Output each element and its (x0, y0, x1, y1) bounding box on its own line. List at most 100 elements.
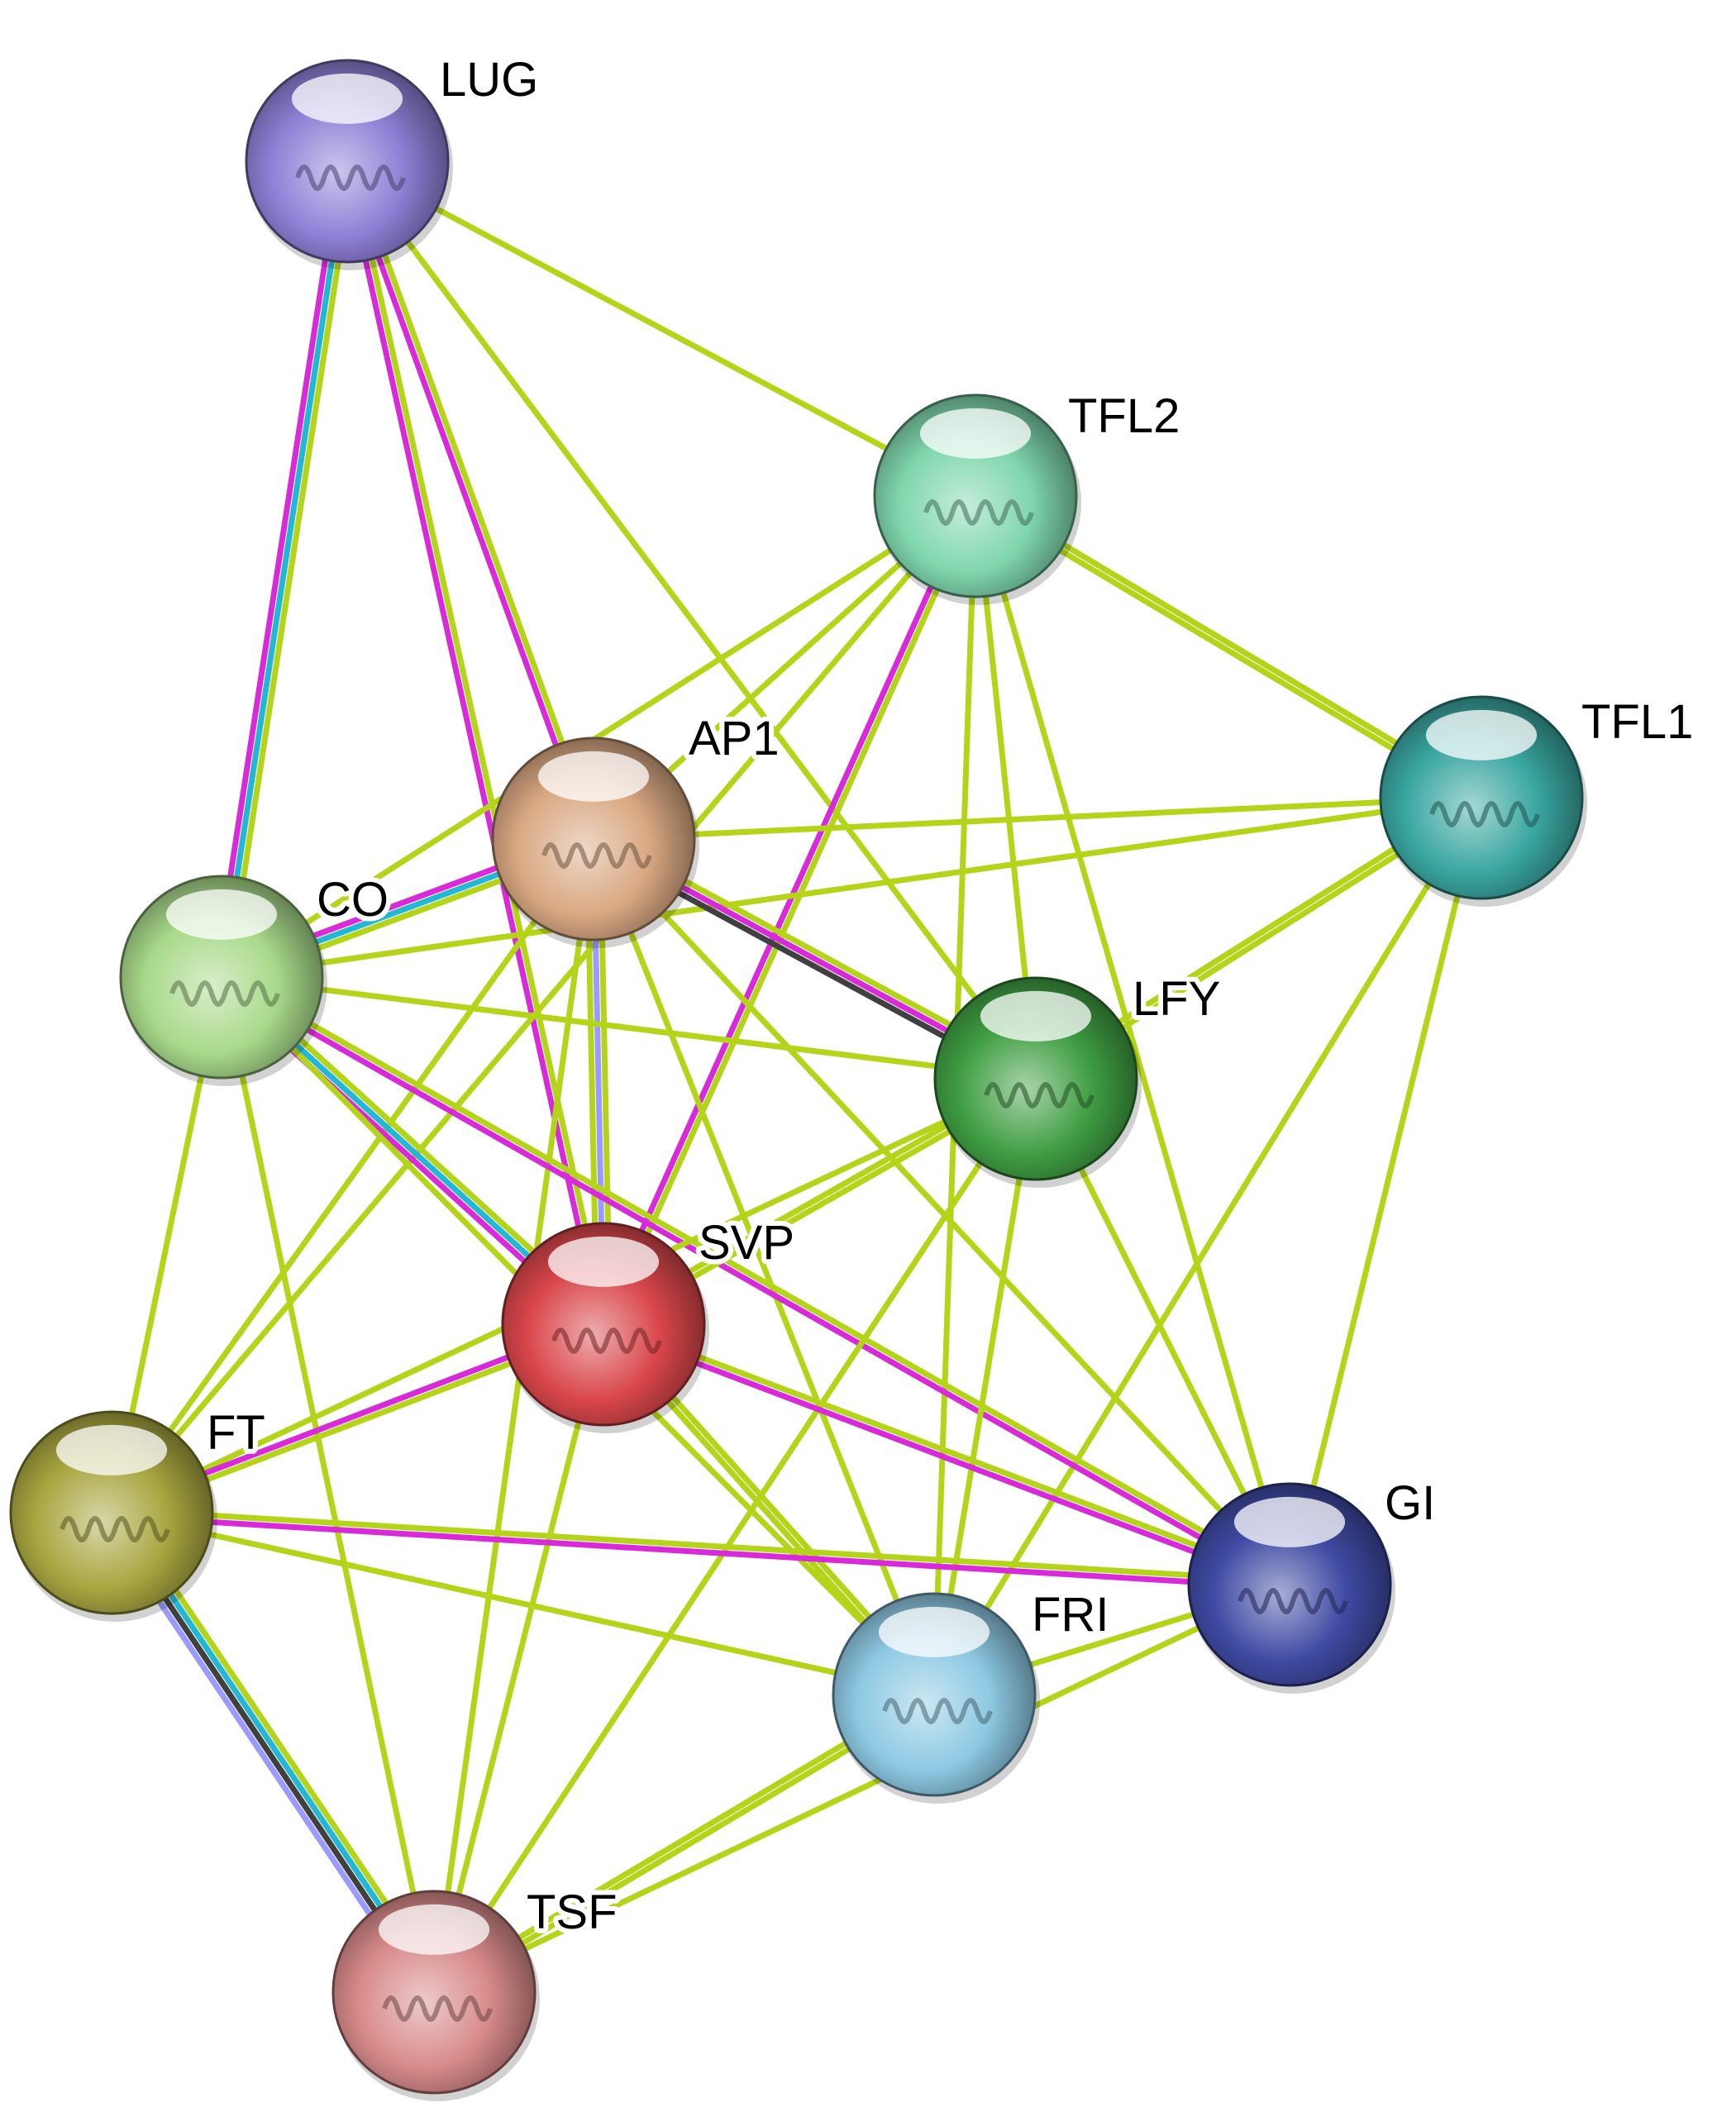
edge-tfl2-ft[interactable] (108, 493, 979, 1516)
edge-ft-fri[interactable] (108, 1509, 937, 1698)
node-gi[interactable] (1187, 1482, 1395, 1694)
protein-structure-icon (169, 980, 280, 1007)
edge-line-experimental (599, 1324, 1292, 1591)
edge-line-textmining (601, 1318, 1294, 1585)
edge-tfl1-fri[interactable] (931, 794, 1485, 1698)
edge-line-experimental (341, 159, 594, 843)
edge-line-textmining (218, 974, 437, 1995)
protein-structure-icon (1429, 801, 1540, 827)
edge-tfl1-gi[interactable] (1286, 794, 1485, 1588)
edge-line-textmining (347, 157, 610, 1327)
protein-structure-icon (923, 499, 1034, 526)
node-sphere (1379, 695, 1584, 900)
node-sphere (9, 1410, 214, 1615)
node-fri[interactable] (832, 1592, 1040, 1804)
edge-lug-ap1[interactable] (341, 157, 600, 843)
edge-lug-svp[interactable] (341, 157, 610, 1328)
node-highlight (980, 990, 1092, 1042)
edge-tfl2-co[interactable] (218, 493, 979, 980)
node-label-tfl1: TFL1 (1581, 695, 1693, 749)
node-sphere (501, 1222, 706, 1427)
node-label-tsf: TSF (527, 1885, 618, 1939)
node-tsf[interactable] (331, 1890, 540, 2101)
node-label-svp: SVP (699, 1216, 794, 1270)
node-tfl2[interactable] (873, 393, 1081, 605)
node-highlight (878, 1606, 990, 1657)
node-label-ft: FT (207, 1406, 265, 1460)
edge-line-textmining (431, 1321, 607, 1995)
edge-line-textmining (603, 494, 982, 1329)
node-co[interactable] (119, 875, 327, 1086)
edge-lug-lfy[interactable] (344, 158, 1039, 1082)
edge-line-textmining (931, 1075, 1039, 1698)
node-ap1[interactable] (491, 736, 699, 948)
node-lfy[interactable] (933, 976, 1142, 1188)
edge-line-textmining (218, 794, 1485, 980)
edge-line-textmining (431, 1075, 1039, 1995)
edge-line-experimental (108, 1513, 1293, 1591)
node-sphere (119, 875, 324, 1080)
node-sphere (245, 59, 450, 264)
node-label-ap1: AP1 (689, 712, 780, 765)
edge-svp-gi[interactable] (599, 1318, 1294, 1591)
protein-structure-icon (295, 164, 406, 191)
node-label-gi: GI (1385, 1476, 1435, 1530)
node-tfl1[interactable] (1379, 695, 1587, 907)
edge-ft-gi[interactable] (108, 1506, 1293, 1591)
edge-co-tsf[interactable] (218, 974, 437, 1995)
edge-lug-co[interactable] (212, 157, 357, 981)
protein-structure-icon (984, 1082, 1095, 1108)
edge-line-textmining (218, 493, 979, 980)
edge-tfl2-svp[interactable] (597, 491, 982, 1329)
node-sphere (873, 393, 1078, 598)
edge-line-textmining (108, 836, 597, 1516)
node-highlight (537, 751, 650, 802)
node-label-co: CO (317, 873, 389, 927)
edge-lfy-tsf[interactable] (431, 1075, 1039, 1995)
edge-lug-tfl2[interactable] (344, 158, 979, 499)
node-highlight (291, 73, 403, 124)
protein-structure-icon (382, 1995, 493, 2022)
edge-line-textmining (590, 794, 1485, 842)
edge-svp-tsf[interactable] (431, 1321, 607, 1995)
edge-co-lfy[interactable] (218, 974, 1039, 1082)
edge-ap1-gi[interactable] (590, 836, 1293, 1588)
node-sphere (331, 1890, 537, 2095)
node-highlight (1425, 709, 1538, 760)
edge-line-experimental (597, 491, 975, 1326)
edge-tfl1-co[interactable] (218, 794, 1485, 980)
node-ft[interactable] (9, 1410, 217, 1622)
edge-tfl1-ap1[interactable] (590, 794, 1485, 842)
edge-lfy-fri[interactable] (931, 1075, 1039, 1698)
edge-ap1-fri[interactable] (590, 836, 937, 1698)
node-highlight (378, 1904, 490, 1955)
edge-ap1-ft[interactable] (108, 836, 597, 1516)
edge-line-textmining (225, 159, 357, 981)
edge-line-textmining (431, 1581, 1293, 1995)
node-highlight (55, 1424, 168, 1475)
edge-line-experimental (217, 976, 1291, 1590)
node-svp[interactable] (501, 1222, 709, 1433)
node-highlight (547, 1236, 660, 1287)
edge-line-textmining (590, 836, 937, 1698)
edge-ap1-tsf[interactable] (431, 836, 597, 1995)
edges-layer (100, 157, 1486, 2001)
edge-line-textmining (931, 794, 1485, 1698)
edge-line-textmining (347, 157, 600, 841)
edge-line-textmining (108, 1506, 1293, 1585)
edge-line-textmining (344, 158, 1039, 1082)
node-lug[interactable] (245, 59, 453, 270)
edge-line-textmining (590, 836, 1293, 1588)
edge-line-database (218, 158, 351, 980)
protein-structure-icon (882, 1698, 993, 1724)
edge-gi-tsf[interactable] (431, 1581, 1293, 1995)
edge-line-textmining (218, 974, 1039, 1082)
edge-tfl2-gi[interactable] (972, 493, 1293, 1588)
node-highlight (165, 889, 278, 940)
node-sphere (1187, 1482, 1392, 1687)
edge-co-gi[interactable] (217, 971, 1295, 1590)
node-sphere (933, 976, 1138, 1181)
node-label-fri: FRI (1032, 1588, 1109, 1642)
edge-line-textmining (431, 836, 597, 1995)
